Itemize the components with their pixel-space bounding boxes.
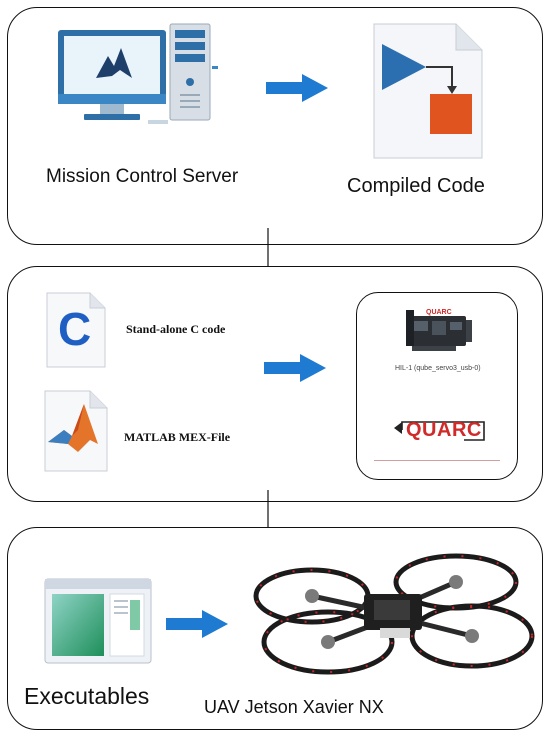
c-letter-icon: C	[58, 303, 92, 355]
c-code-label: Stand-alone C code	[126, 322, 226, 336]
c-file-icon	[46, 292, 106, 368]
hil-board-icon	[406, 310, 472, 351]
quarc-divider	[374, 460, 500, 461]
compiled-code-label: Compiled Code	[347, 175, 485, 197]
computer-tower-icon	[169, 23, 218, 121]
executables-label: Executables	[24, 683, 150, 709]
bottom-flow-arrow-icon	[166, 610, 228, 638]
board-quarc-logo: QUARC	[426, 309, 452, 316]
middle-flow-arrow-icon	[264, 354, 326, 382]
uav-label: UAV Jetson Xavier NX	[204, 697, 384, 717]
quarc-logo-icon	[394, 421, 485, 441]
monitor-icon	[58, 30, 168, 124]
top-flow-arrow-icon	[266, 74, 328, 102]
quarc-logo-text: QUARC	[406, 419, 482, 441]
matlab-mex-label: MATLAB MEX-File	[124, 430, 231, 444]
mission-control-server-label: Mission Control Server	[46, 166, 239, 187]
hil-caption: HIL-1 (qube_servo3_usb-0)	[395, 365, 481, 372]
executable-window-icon	[44, 578, 152, 664]
uav-drone-icon	[253, 553, 535, 675]
compiled-code-file-icon	[373, 23, 483, 159]
matlab-file-icon	[44, 390, 108, 472]
